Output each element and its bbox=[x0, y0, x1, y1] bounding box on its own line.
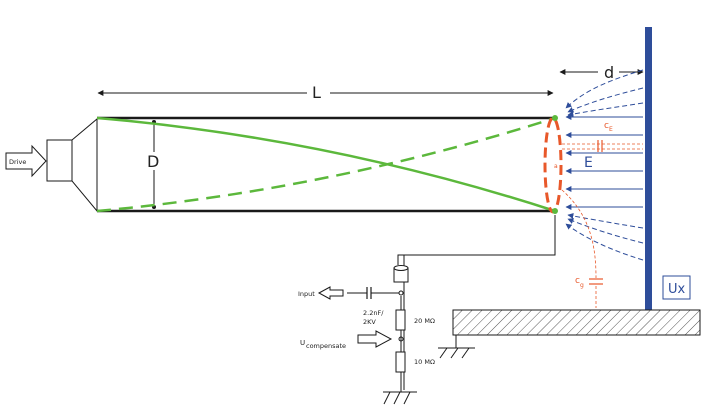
electric-field-lines bbox=[565, 69, 644, 261]
capacitor-value-label: 2.2nF/ bbox=[363, 309, 384, 317]
drive-input-arrow: Drive bbox=[5, 144, 47, 178]
length-label: L bbox=[312, 83, 321, 102]
ce-main-label: c bbox=[604, 121, 609, 131]
capacitor-voltage-label: 2KV bbox=[363, 318, 376, 326]
svg-text:Ux: Ux bbox=[668, 282, 686, 297]
ce-sub-label: E bbox=[609, 126, 613, 133]
cg-main-label: c bbox=[575, 276, 580, 286]
resistor-top-label: 20 MΩ bbox=[414, 317, 435, 325]
compensate-main-label: U bbox=[300, 339, 305, 347]
drive-horn bbox=[46, 117, 98, 213]
resistor-bottom-label: 10 MΩ bbox=[414, 358, 435, 366]
input-label: Input bbox=[298, 290, 315, 298]
circuit-ground bbox=[383, 391, 417, 405]
capacitance-ce: c E bbox=[562, 121, 643, 152]
length-dimension: L bbox=[97, 83, 554, 102]
probe-tube bbox=[97, 116, 555, 213]
field-label: E bbox=[584, 155, 593, 171]
drive-label: Drive bbox=[9, 158, 26, 166]
tip-small-label: a bbox=[554, 163, 558, 170]
distance-label: d bbox=[604, 63, 614, 82]
cg-sub-label: g bbox=[580, 282, 584, 289]
connector bbox=[393, 265, 409, 283]
compensate-sub-label: compensate bbox=[306, 342, 346, 350]
probe-tip: a bbox=[543, 115, 563, 214]
surface-potential-label: Ux bbox=[662, 275, 691, 300]
diameter-dimension: D bbox=[146, 120, 162, 209]
target-plate bbox=[645, 27, 652, 310]
resistor-10m: 10 MΩ bbox=[395, 351, 435, 373]
vibration-mode-curves bbox=[96, 116, 556, 213]
compensation-input: U compensate bbox=[300, 330, 393, 350]
input-output: Input 2.2nF/ 2KV bbox=[298, 286, 404, 326]
diameter-label: D bbox=[147, 152, 159, 171]
distance-dimension: d bbox=[559, 63, 644, 82]
capacitance-cg: c g bbox=[561, 189, 603, 308]
ground-plane bbox=[438, 309, 701, 359]
resistor-20m: 20 MΩ bbox=[395, 309, 435, 331]
